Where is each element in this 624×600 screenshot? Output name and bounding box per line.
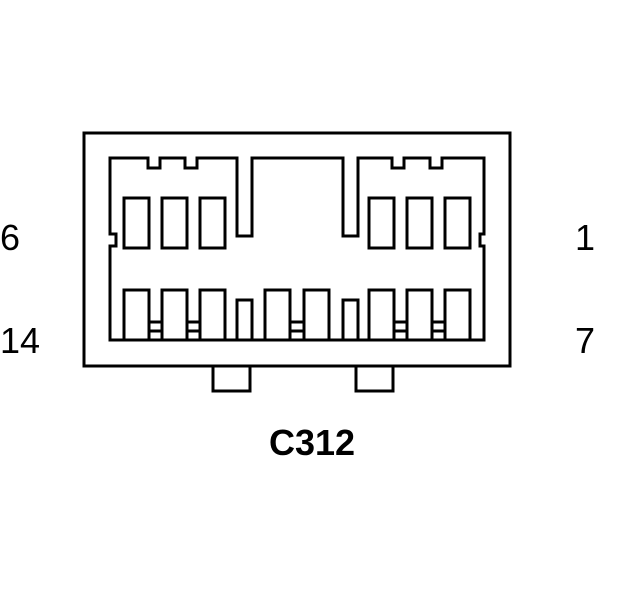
cavity-pin-8 xyxy=(405,288,434,342)
notch xyxy=(185,320,202,333)
cavity-pin-2 xyxy=(405,196,434,250)
cavity-pin-10 xyxy=(302,288,331,342)
notch xyxy=(288,320,306,333)
locking-tab-left xyxy=(211,364,252,393)
latch-notches xyxy=(147,320,447,333)
center-divider xyxy=(235,298,360,340)
notch xyxy=(430,320,447,333)
cavity-pin-12 xyxy=(198,288,227,342)
cavity-pin-7 xyxy=(443,288,472,342)
top-row-cavities xyxy=(122,196,472,250)
pin-label-top-right: 1 xyxy=(575,217,595,258)
connector-inner-outline xyxy=(108,156,486,342)
pin-label-bottom-left: 14 xyxy=(0,320,40,361)
notch xyxy=(147,320,164,333)
cavity-pin-9 xyxy=(367,288,396,342)
cavity-pin-4 xyxy=(198,196,227,250)
cavity-pin-13 xyxy=(160,288,189,342)
connector-housing xyxy=(82,131,512,368)
cavity-pin-3 xyxy=(367,196,396,250)
pin-label-top-left: 6 xyxy=(0,217,20,258)
cavity-pin-14 xyxy=(122,288,151,342)
cavity-pin-6 xyxy=(122,196,151,250)
cavity-pin-1 xyxy=(443,196,472,250)
cavity-pin-11 xyxy=(263,288,292,342)
notch xyxy=(392,320,409,333)
connector-id-label: C312 xyxy=(269,422,355,463)
pin-label-bottom-right: 7 xyxy=(575,320,595,361)
locking-tab-right xyxy=(354,364,395,393)
bottom-row-cavities xyxy=(122,288,472,342)
cavity-pin-5 xyxy=(160,196,189,250)
